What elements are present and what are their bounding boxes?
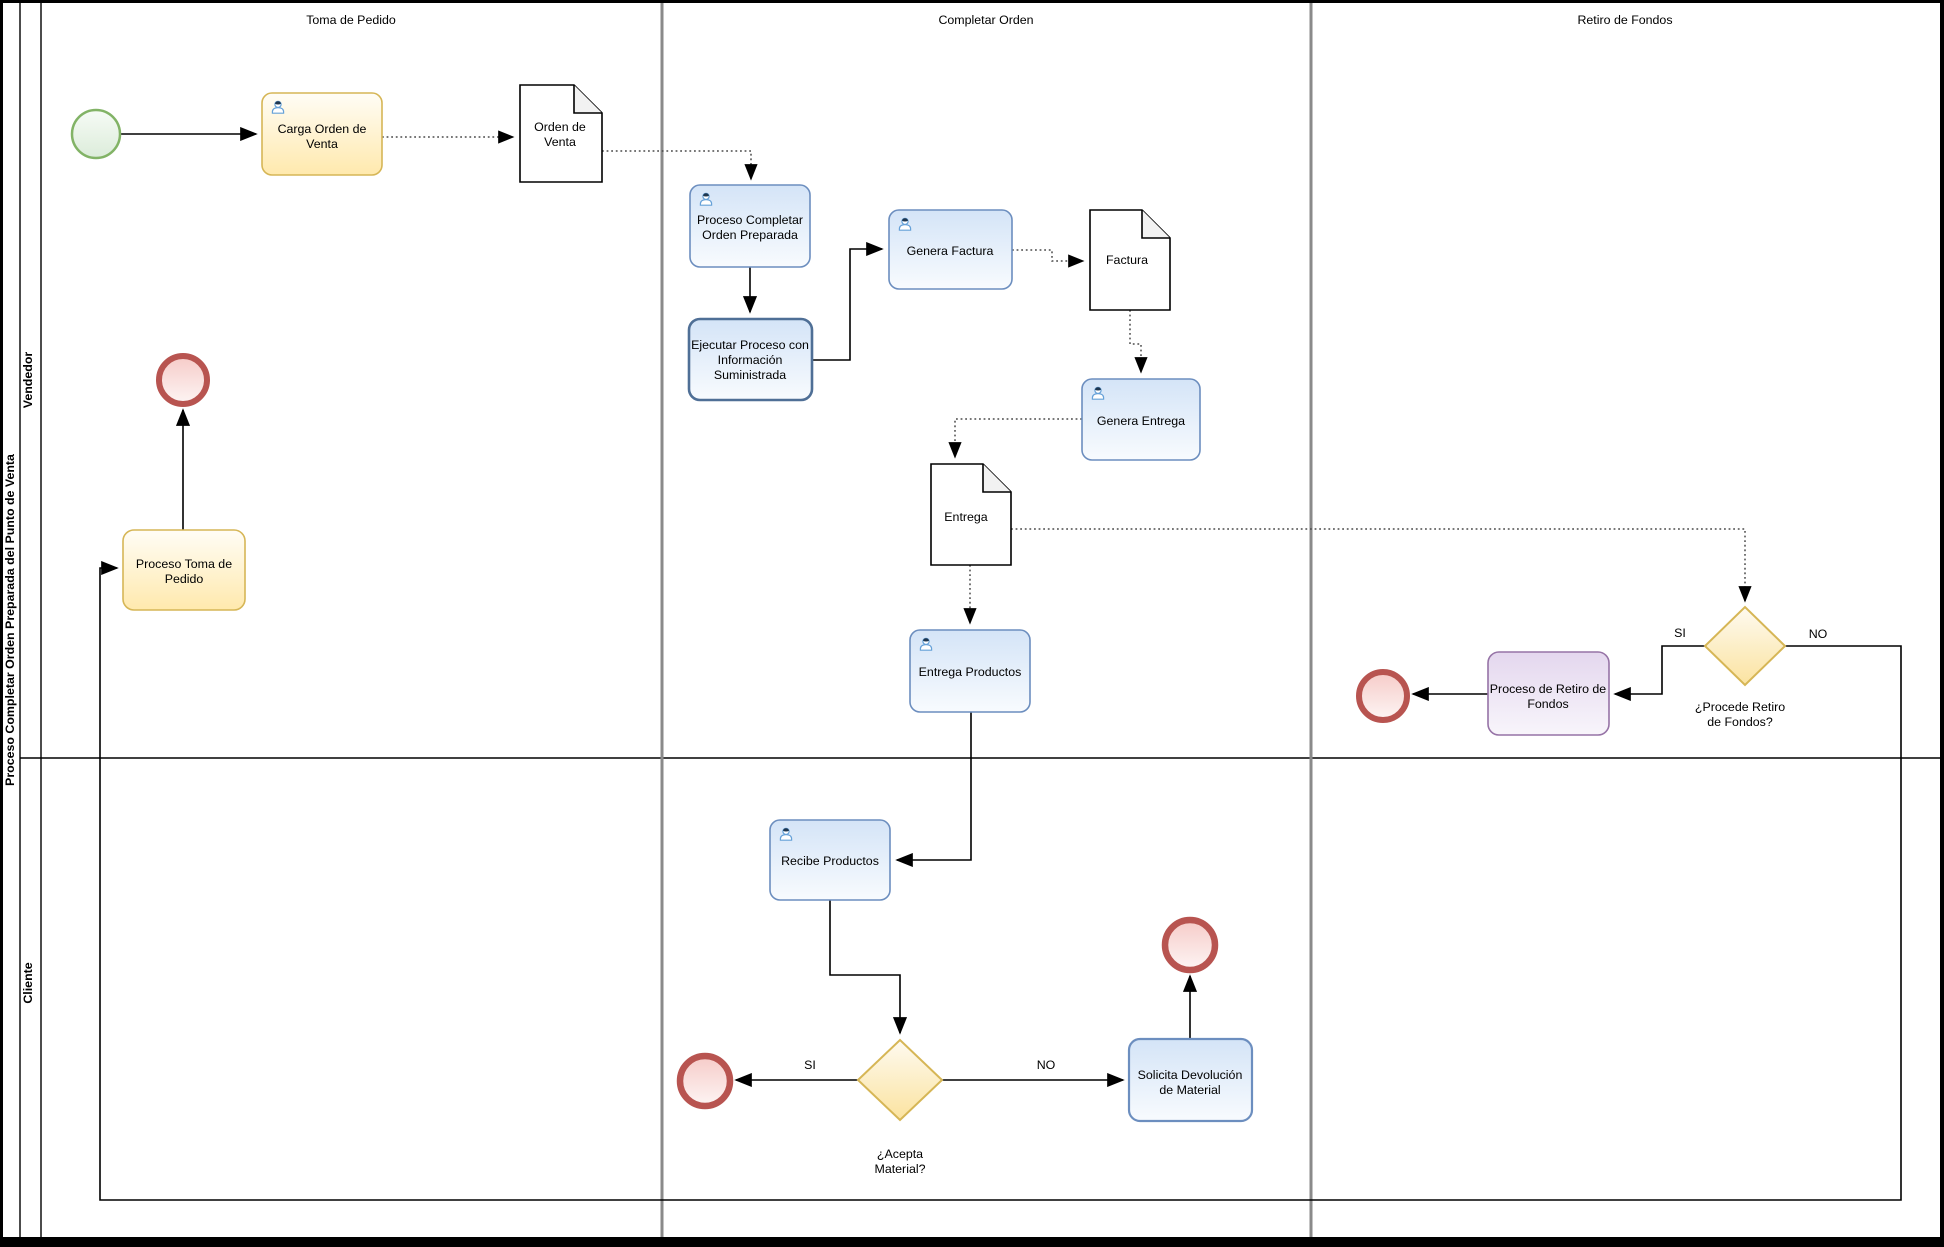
task-label: Carga Orden de [278, 122, 367, 136]
task-label: Recibe Productos [781, 854, 879, 868]
edge-ejecutar-to-genera-factura[interactable] [812, 241, 884, 361]
task-label: Orden Preparada [702, 228, 798, 242]
document-orden-de-venta[interactable]: Orden de Venta [519, 84, 603, 183]
task-label: Entrega Productos [919, 665, 1022, 679]
gateway-label: ¿Procede Retiro [1695, 700, 1785, 714]
document-label: Factura [1106, 253, 1148, 267]
task-ejecutar-proceso-con-informacion[interactable]: Ejecutar Proceso con Información Suminis… [687, 317, 814, 402]
gateway-procede-retiro-de-fondos[interactable]: ¿Procede Retiro de Fondos? [1695, 605, 1787, 729]
edge-procede-no-loop-to-proceso-toma[interactable] [99, 560, 1902, 1201]
gateway-label: de Fondos? [1707, 715, 1773, 729]
task-proceso-de-retiro-de-fondos[interactable]: Proceso de Retiro de Fondos [1487, 651, 1610, 736]
task-recibe-productos[interactable]: Recibe Productos [769, 819, 891, 901]
end-event-solicita[interactable] [1161, 916, 1219, 974]
task-label: Solicita Devolución [1138, 1068, 1243, 1082]
task-label: Genera Entrega [1097, 414, 1185, 428]
gateway-label: ¿Acepta [877, 1147, 923, 1161]
gateway-acepta-material[interactable]: ¿Acepta Material? [856, 1038, 944, 1176]
edge-entrega-to-procede-retiro-gateway[interactable] [1011, 528, 1752, 603]
task-genera-factura[interactable]: Genera Factura [888, 209, 1013, 290]
task-label: Suministrada [714, 368, 786, 382]
edge-genera-entrega-to-entrega[interactable] [948, 418, 1082, 459]
task-proceso-toma-de-pedido[interactable]: Proceso Toma de Pedido [122, 529, 246, 611]
edge-entrega-productos-to-recibe-productos[interactable] [895, 712, 972, 868]
task-label: Fondos [1527, 697, 1568, 711]
task-label: Pedido [165, 572, 204, 586]
document-label: Orden de [534, 120, 586, 134]
pool-title[interactable]: Proceso Completar Orden Preparada del Pu… [3, 454, 17, 786]
task-solicita-devolucion-de-material[interactable]: Solicita Devolución de Material [1127, 1037, 1254, 1123]
phase-header-toma-de-pedido[interactable]: Toma de Pedido [306, 13, 396, 27]
end-event-acepta-si[interactable] [676, 1052, 734, 1110]
task-label: Venta [306, 137, 338, 151]
task-entrega-productos[interactable]: Entrega Productos [909, 629, 1031, 713]
task-proceso-completar-orden-preparada[interactable]: Proceso Completar Orden Preparada [689, 184, 811, 268]
gateway-label: Material? [875, 1162, 926, 1176]
edge-recibe-productos-to-acepta-gateway[interactable] [829, 900, 908, 1035]
task-label: Proceso Completar [697, 213, 803, 227]
end-event-retiro-de-fondos[interactable] [1356, 669, 1410, 723]
edge-label-acepta-si: SI [804, 1058, 816, 1072]
phase-header-completar-orden[interactable]: Completar Orden [938, 13, 1033, 27]
edge-orden-venta-to-proceso-completar[interactable] [602, 150, 758, 181]
task-genera-entrega[interactable]: Genera Entrega [1081, 378, 1201, 461]
task-carga-orden-de-venta[interactable]: Carga Orden de Venta [261, 92, 383, 176]
lane-label-vendedor[interactable]: Vendedor [21, 352, 35, 409]
document-label: Entrega [944, 510, 988, 524]
task-label: Proceso Toma de [136, 557, 232, 571]
end-event-proceso-toma[interactable] [156, 353, 210, 407]
task-label: de Material [1159, 1083, 1220, 1097]
edge-label-procede-no: NO [1809, 627, 1828, 641]
pool-background [3, 3, 1940, 1237]
task-label: Información [718, 353, 783, 367]
edge-genera-factura-to-factura[interactable] [1012, 249, 1085, 268]
document-factura[interactable]: Factura [1089, 209, 1171, 311]
document-entrega[interactable]: Entrega [930, 463, 1012, 566]
edge-label-acepta-no: NO [1037, 1058, 1056, 1072]
task-label: Proceso de Retiro de [1490, 682, 1607, 696]
task-label: Genera Factura [907, 244, 994, 258]
edge-procede-si-to-proceso-retiro[interactable] [1613, 645, 1705, 702]
edge-label-procede-si: SI [1674, 626, 1686, 640]
task-label: Ejecutar Proceso con [691, 338, 809, 352]
phase-header-retiro-de-fondos[interactable]: Retiro de Fondos [1577, 13, 1672, 27]
lane-label-cliente[interactable]: Cliente [21, 962, 35, 1003]
document-label: Venta [544, 135, 576, 149]
start-event[interactable] [70, 108, 122, 160]
